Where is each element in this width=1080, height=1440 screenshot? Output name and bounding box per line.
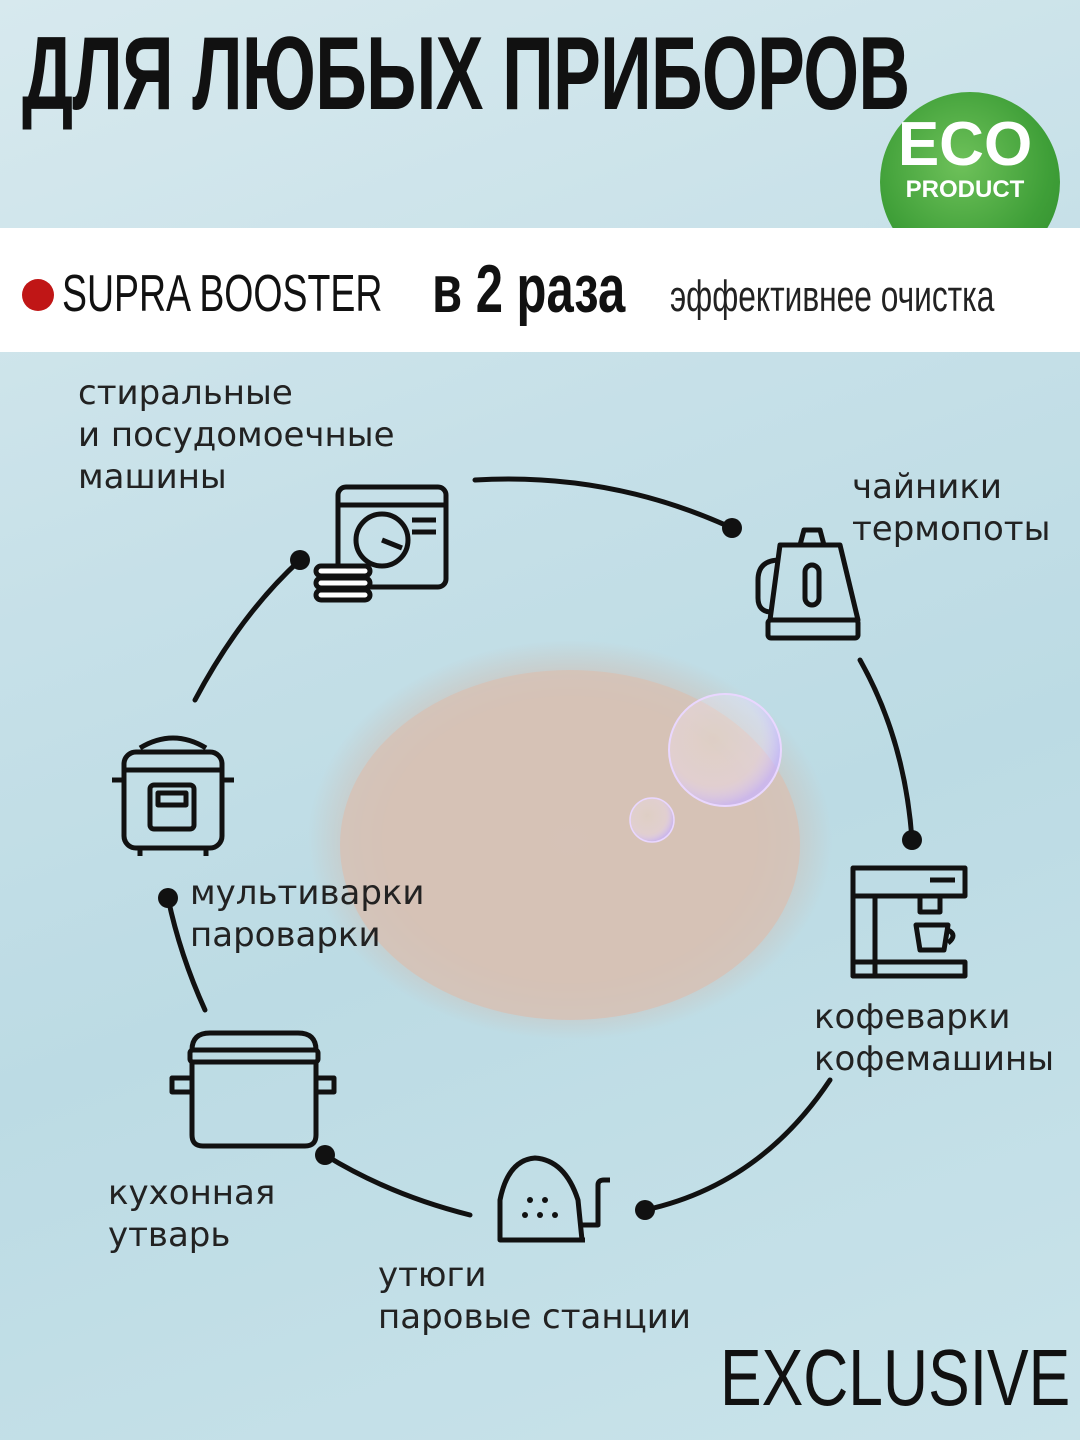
arc-kettle-coffee [857, 657, 915, 843]
arc-dot-iron [635, 1200, 655, 1220]
efficiency-multiplier: в 2 раза [432, 251, 626, 327]
label-line: и посудомоечные [78, 415, 395, 455]
exclusive-label: EXCLUSIVE [720, 1333, 1071, 1422]
dishwasher-icon [313, 484, 449, 603]
label-line: чайники [852, 467, 1002, 507]
arc-dot-coffee [902, 830, 922, 850]
label-cookware: кухонная утварь [108, 1172, 275, 1256]
iron-icon [497, 1155, 610, 1243]
coffee-machine-icon [850, 865, 968, 979]
label-irons: утюги паровые станции [378, 1254, 691, 1338]
page-title: ДЛЯ ЛЮБЫХ ПРИБОРОВ [22, 16, 910, 132]
eco-badge-text: ECO [897, 110, 1033, 179]
pot-icon [169, 1030, 337, 1149]
label-line: мультиварки [190, 873, 425, 913]
label-line: утюги [378, 1255, 487, 1295]
multicooker-icon [112, 735, 234, 856]
arc-dishwasher-kettle [472, 476, 735, 531]
bubble-large [668, 693, 782, 807]
label-multicookers: мультиварки пароварки [190, 872, 425, 956]
label-line: кофемашины [814, 1039, 1055, 1079]
label-line: стиральные [78, 373, 293, 413]
efficiency-text: эффективнее очистка [670, 272, 995, 321]
arc-dot-multicooker [158, 888, 178, 908]
bubble-small [629, 797, 675, 843]
label-line: пароварки [190, 915, 381, 955]
label-coffee-machines: кофеварки кофемашины [814, 996, 1054, 1080]
label-kettles: чайники термопоты [852, 466, 1050, 550]
kettle-icon [755, 527, 861, 641]
arc-dot-kettle [722, 518, 742, 538]
arc-multicooker-dishwasher [192, 557, 303, 703]
arc-pot-multicooker [165, 895, 208, 1013]
eco-badge-subtext: PRODUCT [905, 176, 1025, 203]
label-line: паровые станции [378, 1297, 691, 1337]
red-bullet-icon [22, 279, 54, 311]
arc-dot-pot [315, 1145, 335, 1165]
brand-name: SUPRA BOOSTER [62, 265, 383, 323]
label-line: кухонная [108, 1173, 276, 1213]
arc-coffee-iron [642, 1077, 833, 1213]
label-line: кофеварки [814, 997, 1011, 1037]
label-dishwashers: стиральные и посудомоечные машины [78, 372, 395, 498]
label-line: машины [78, 457, 227, 497]
arc-dot-dishwasher [290, 550, 310, 570]
label-line: термопоты [852, 509, 1051, 549]
arc-iron-pot [322, 1152, 473, 1218]
tagline-band [0, 228, 1080, 352]
label-line: утварь [108, 1215, 231, 1255]
